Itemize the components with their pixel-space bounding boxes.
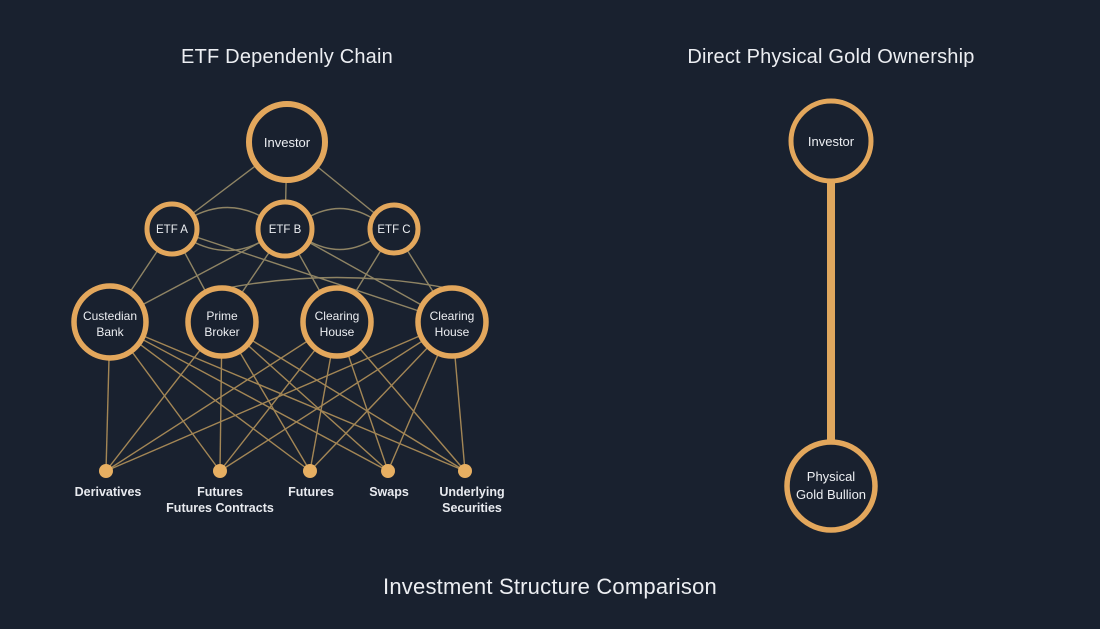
swaps-label: Swaps: [369, 485, 409, 499]
node-investor-right: [788, 98, 874, 184]
dependency-mesh-lines: [105, 321, 466, 472]
underlying-securities-label-line2: Securities: [442, 501, 502, 515]
mesh-line: [109, 321, 466, 472]
etf-a-label: ETF A: [156, 224, 188, 236]
etf-chain-nodes: [71, 101, 489, 361]
physical-gold-label-line1: Physical: [807, 469, 856, 484]
prime-broker-label-line2: Broker: [204, 325, 239, 339]
derivatives-label: Derivatives: [75, 485, 142, 499]
arc-etf-b-c-upper: [306, 207, 373, 219]
mesh-line: [221, 321, 466, 472]
dot-derivatives: [99, 464, 113, 478]
mesh-line: [105, 321, 453, 472]
underlying-securities-label-line1: Underlying: [439, 485, 504, 499]
node-clearing-house-2: [415, 285, 489, 359]
futures-contracts-label-line1: Futures: [197, 485, 243, 499]
custodian-bank-label-line2: Bank: [96, 325, 124, 339]
direct-ownership-title: Direct Physical Gold Ownership: [687, 46, 975, 68]
dot-futures-contracts: [213, 464, 227, 478]
arc-etf-a-b-upper: [189, 206, 265, 219]
instrument-labels: Derivatives Futures Futures Contracts Fu…: [75, 485, 505, 515]
clearing-house-1-label-line2: House: [320, 325, 355, 339]
futures-label: Futures: [288, 485, 334, 499]
mesh-line: [109, 321, 311, 472]
dot-underlying-securities: [458, 464, 472, 478]
dot-swaps: [381, 464, 395, 478]
custodian-bank-label-line1: Custedian: [83, 309, 137, 323]
investor-right-label: Investor: [808, 134, 855, 149]
node-investor-left: [246, 101, 328, 183]
link-etf-a-clearing2: [171, 228, 453, 323]
etf-c-label: ETF C: [377, 224, 410, 236]
instrument-dots: [99, 464, 472, 478]
dot-futures: [303, 464, 317, 478]
clearing-house-1-label-line1: Clearing: [315, 309, 360, 323]
arc-etf-a-b-lower: [189, 239, 265, 252]
mesh-line: [109, 321, 389, 472]
direct-ownership-labels: Investor Physical Gold Bullion: [796, 134, 866, 502]
node-prime-broker: [185, 285, 259, 359]
futures-contracts-label-line2: Futures Contracts: [166, 501, 274, 515]
figure-caption: Investment Structure Comparison: [383, 574, 717, 599]
mesh-line: [105, 321, 338, 472]
arc-prime-clearing2: [221, 276, 453, 290]
node-etf-a: [144, 201, 200, 257]
node-clearing-house-1: [300, 285, 374, 359]
prime-broker-label-line1: Prime: [206, 309, 238, 323]
node-physical-gold-bullion: [784, 439, 878, 533]
direct-ownership-nodes: [784, 98, 878, 533]
etf-chain-title: ETF Dependenly Chain: [181, 46, 393, 68]
investor-left-label: Investor: [264, 135, 311, 150]
etf-chain-labels: Investor ETF A ETF B ETF C Custedian Ban…: [83, 135, 474, 339]
mesh-line: [221, 321, 389, 472]
node-custodian-bank: [71, 283, 149, 361]
clearing-house-2-label-line2: House: [435, 325, 470, 339]
clearing-house-2-label-line1: Clearing: [430, 309, 475, 323]
node-etf-b: [255, 199, 315, 259]
arc-etf-b-c-lower: [306, 239, 373, 251]
physical-gold-label-line2: Gold Bullion: [796, 487, 866, 502]
node-etf-c: [367, 202, 421, 256]
mesh-line: [219, 321, 453, 472]
etf-b-label: ETF B: [269, 224, 302, 236]
